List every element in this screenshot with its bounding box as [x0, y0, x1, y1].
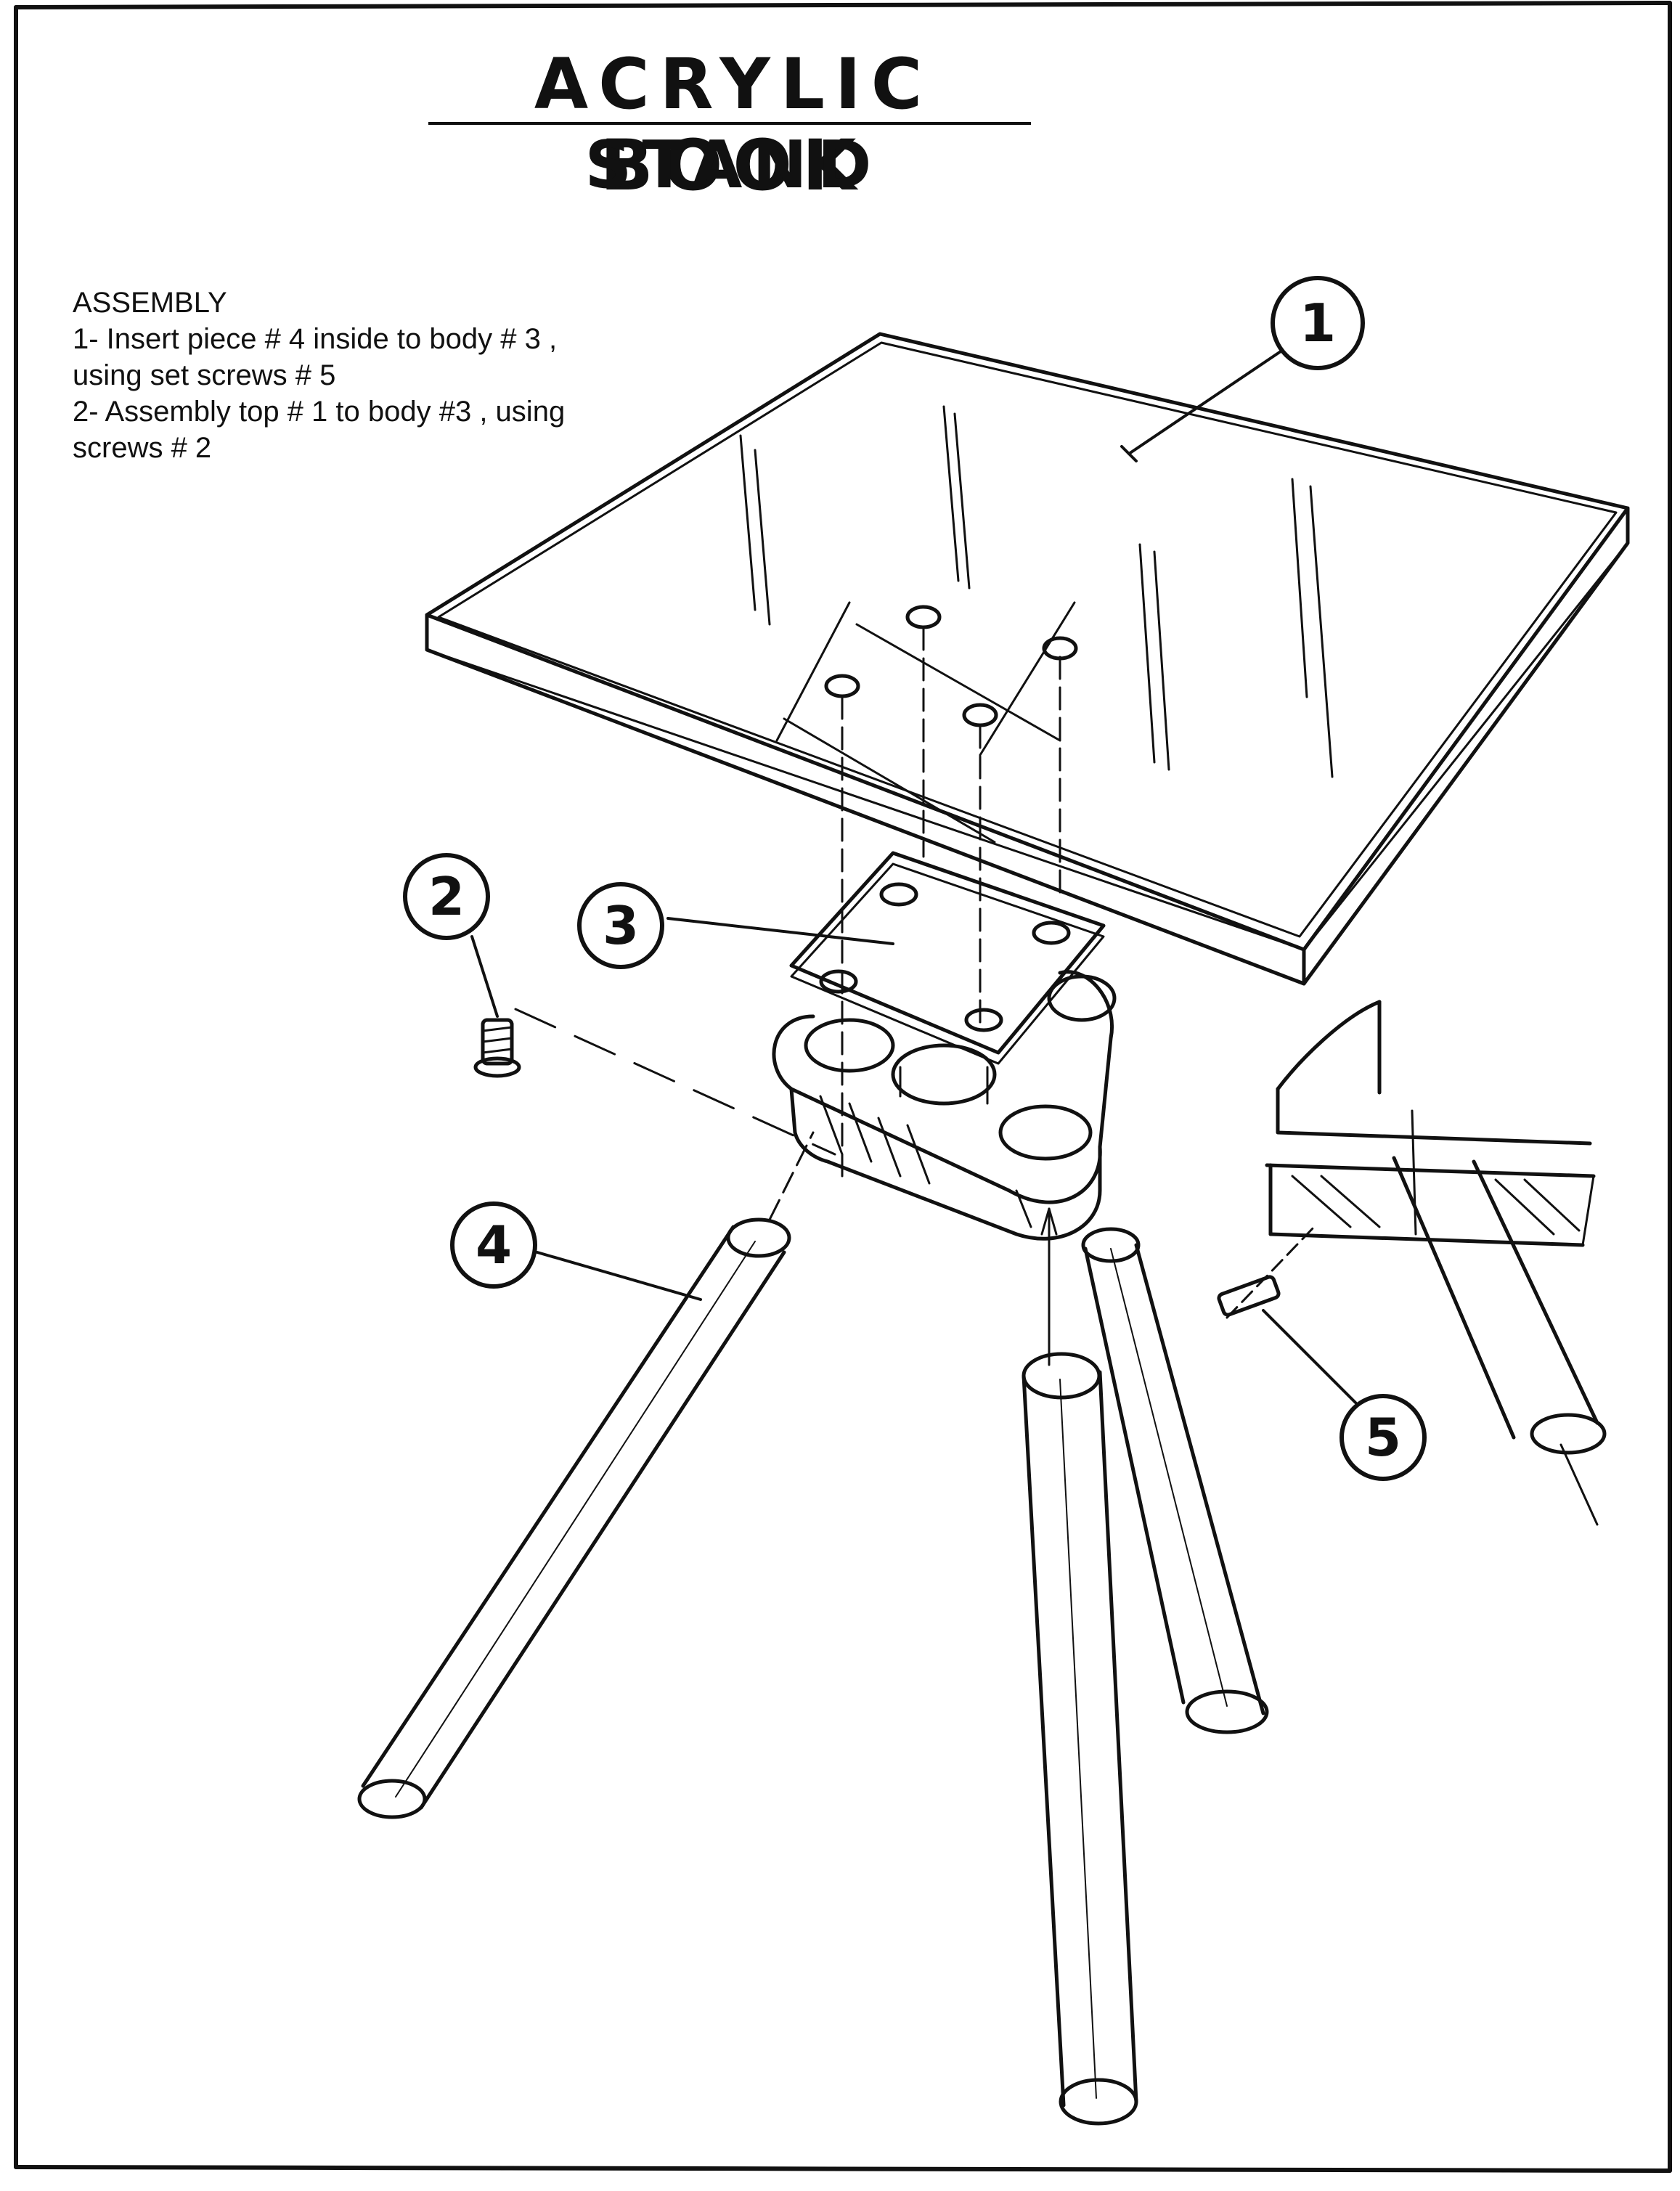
body-block [772, 851, 1117, 1241]
leg-right [1081, 1227, 1269, 1734]
leg-center [1022, 1352, 1138, 2126]
page-border [14, 1, 1672, 2173]
assembly-notes: ASSEMBLY 1- Insert piece # 4 inside to b… [73, 285, 668, 466]
leader-line-2 [470, 935, 499, 1018]
screw-alignment-guide [514, 1008, 836, 1156]
assembly-note-line: 1- Insert piece # 4 inside to body # 3 , [73, 323, 558, 355]
leader-line-1-tick [1120, 445, 1138, 462]
leader-line-3 [666, 917, 894, 945]
leg-left [357, 1217, 791, 1819]
page-title-line-2: STAND [584, 127, 882, 203]
section-detail-view [1217, 1000, 1607, 1526]
assembly-note-line: 2- Assembly top # 1 to body #3 , using [73, 396, 566, 428]
hole-alignment-guides [841, 627, 1061, 1178]
leg-left-guide [768, 1131, 815, 1221]
callout-balloon-1: 1 [1271, 276, 1365, 370]
guide-arrowhead [1040, 1207, 1058, 1236]
leader-line-1 [1128, 347, 1286, 455]
callout-balloon-3: 3 [577, 882, 664, 969]
acrylic-top-tray [425, 332, 1630, 986]
callout-balloon-5: 5 [1339, 1394, 1427, 1481]
callout-balloon-4: 4 [450, 1201, 537, 1289]
leader-line-5 [1262, 1309, 1359, 1406]
title-underline [428, 122, 1031, 125]
assembly-notes-heading: ASSEMBLY [73, 287, 227, 319]
leader-line-4 [536, 1251, 702, 1301]
assembly-note-line: using set screws # 5 [73, 359, 336, 391]
assembly-note-line: screws # 2 [73, 432, 212, 464]
callout-balloon-2: 2 [403, 853, 490, 940]
screw [473, 1018, 521, 1078]
page-title-line-1: ACRYLIC BOOK [534, 44, 933, 206]
